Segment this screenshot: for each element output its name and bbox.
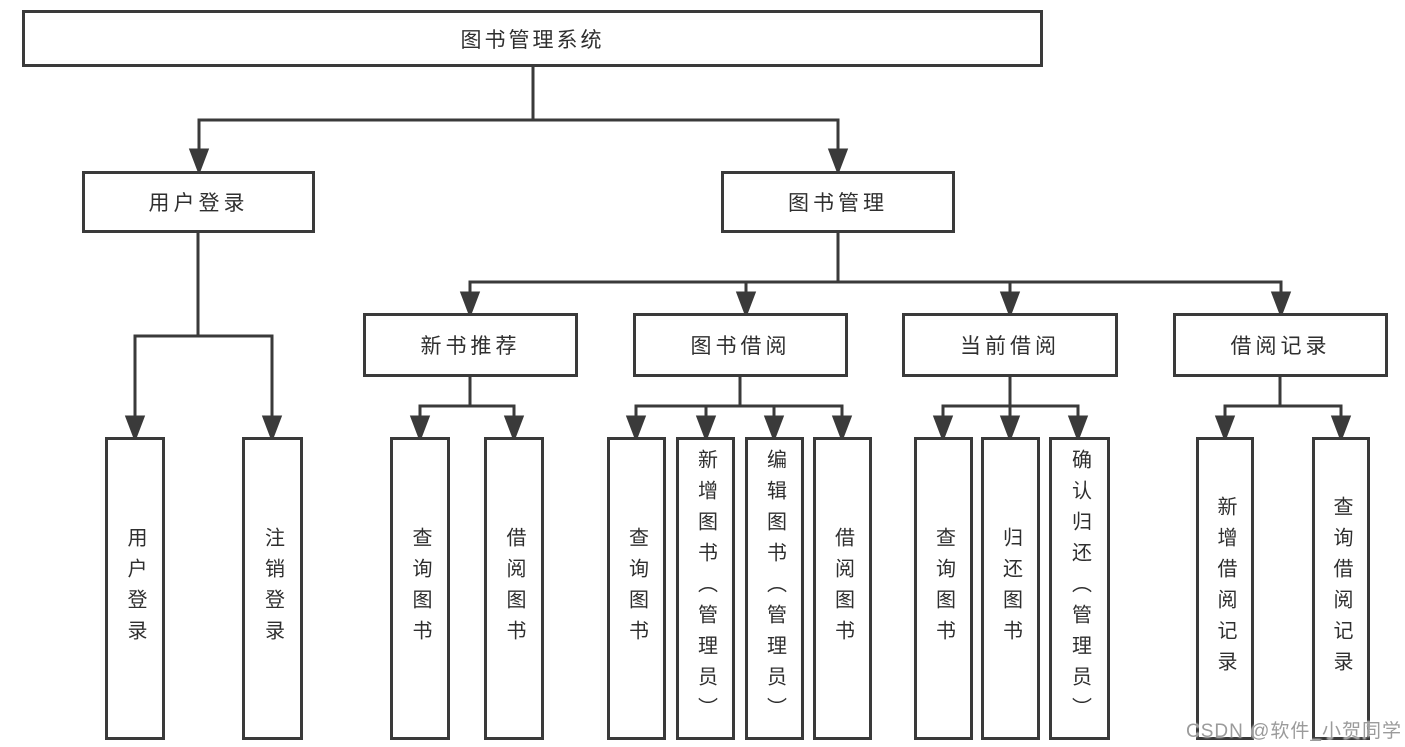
node-label: 借阅图书 bbox=[503, 526, 525, 651]
node-label: 新增借阅记录 bbox=[1214, 495, 1236, 682]
node-current-borrow: 当前借阅 bbox=[902, 313, 1118, 377]
node-label: 确认归还（管理员） bbox=[1068, 449, 1091, 728]
node-label: 图书管理 bbox=[788, 192, 888, 215]
connector-current-borrow-children bbox=[932, 377, 1089, 443]
node-label: 当前借阅 bbox=[960, 335, 1060, 358]
connector-borrow-records-children bbox=[1214, 377, 1352, 443]
connector-book-borrow-children bbox=[625, 377, 853, 443]
node-leaf-cb-query-books: 查询图书 bbox=[914, 437, 973, 740]
node-leaf-bb-query-books: 查询图书 bbox=[607, 437, 666, 740]
connector-book-management-children bbox=[459, 233, 1292, 319]
csdn-watermark: CSDN @软件_小贺同学 bbox=[1186, 721, 1402, 742]
node-leaf-user-login: 用户登录 bbox=[105, 437, 165, 740]
node-label: 借阅记录 bbox=[1230, 335, 1331, 358]
node-leaf-br-query-record: 查询借阅记录 bbox=[1312, 437, 1370, 740]
node-user-login: 用户登录 bbox=[82, 171, 315, 233]
node-label: 查询借阅记录 bbox=[1330, 495, 1352, 682]
connector-user-login-children bbox=[124, 233, 283, 443]
node-label: 图书管理系统 bbox=[460, 28, 605, 52]
node-label: 用户登录 bbox=[124, 526, 146, 651]
node-leaf-nb-query-books: 查询图书 bbox=[390, 437, 450, 740]
node-label: 借阅图书 bbox=[831, 526, 854, 651]
node-book-borrow: 图书借阅 bbox=[633, 313, 848, 377]
node-leaf-cb-confirm-return-admin: 确认归还（管理员） bbox=[1049, 437, 1110, 740]
node-leaf-bb-edit-books-admin: 编辑图书（管理员） bbox=[745, 437, 804, 740]
node-borrow-records: 借阅记录 bbox=[1173, 313, 1388, 377]
node-leaf-bb-add-books-admin: 新增图书（管理员） bbox=[676, 437, 735, 740]
node-label: 用户登录 bbox=[148, 192, 249, 215]
connector-root-to-level2 bbox=[188, 67, 849, 176]
node-label: 注销登录 bbox=[261, 526, 284, 651]
node-label: 编辑图书（管理员） bbox=[763, 449, 786, 728]
node-library-system: 图书管理系统 bbox=[22, 10, 1043, 67]
node-label: 图书借阅 bbox=[690, 335, 791, 358]
node-leaf-logout: 注销登录 bbox=[242, 437, 303, 740]
connector-new-book-children bbox=[409, 377, 525, 443]
node-label: 查询图书 bbox=[409, 526, 431, 651]
node-new-book-recommend: 新书推荐 bbox=[363, 313, 578, 377]
node-leaf-bb-borrow-books: 借阅图书 bbox=[813, 437, 872, 740]
node-label: 新书推荐 bbox=[420, 335, 521, 358]
node-label: 归还图书 bbox=[999, 526, 1022, 651]
node-label: 新增图书（管理员） bbox=[694, 449, 717, 728]
node-book-management: 图书管理 bbox=[721, 171, 955, 233]
node-label: 查询图书 bbox=[625, 526, 648, 651]
node-leaf-cb-return-books: 归还图书 bbox=[981, 437, 1040, 740]
node-leaf-br-add-record: 新增借阅记录 bbox=[1196, 437, 1254, 740]
node-label: 查询图书 bbox=[932, 526, 955, 651]
node-leaf-nb-borrow-books: 借阅图书 bbox=[484, 437, 544, 740]
